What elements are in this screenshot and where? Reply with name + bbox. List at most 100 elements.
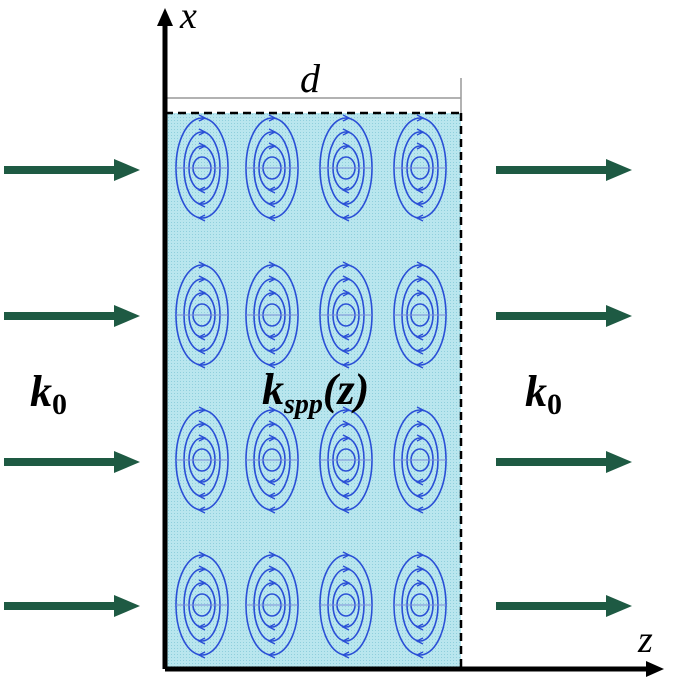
field-direction-tick [267,506,276,514]
field-direction-tick [341,186,350,194]
field-loop [175,551,229,659]
arrow-head [114,159,140,181]
field-direction-tick [416,261,425,269]
field-direction-tick [268,289,277,297]
field-direction-tick [416,142,425,150]
arrow-head [606,159,632,181]
field-loop [175,261,229,369]
z-axis-label: z [637,619,653,661]
field-lines [175,114,447,659]
field-direction-tick [198,434,207,442]
field-direction-tick [341,214,350,222]
field-direction-tick [268,275,277,283]
z-axis-arrowhead [646,661,664,677]
wave-arrows [4,159,632,617]
field-direction-tick [198,406,207,414]
arrow-shaft [4,458,116,466]
field-direction-tick [197,361,206,369]
k0-left-sub: 0 [52,388,67,421]
field-loop [175,406,229,514]
field-direction-tick [342,128,351,136]
kspp-sub: spp [283,389,323,420]
field-loop [245,114,299,222]
arrow-shaft [496,312,608,320]
field-direction-tick [342,289,351,297]
transmitted-arrow [496,159,632,181]
field-direction-tick [416,434,425,442]
transmitted-arrow [496,305,632,327]
arrow-head [114,305,140,327]
field-direction-tick [267,478,276,486]
arrow-head [606,305,632,327]
field-loop [245,261,299,369]
field-direction-tick [342,261,351,269]
field-direction-tick [197,200,206,208]
field-direction-tick [268,261,277,269]
field-direction-tick [415,347,424,355]
field-direction-tick [341,361,350,369]
field-direction-tick [268,420,277,428]
field-direction-tick [197,186,206,194]
field-direction-tick [341,200,350,208]
field-direction-tick [416,551,425,559]
field-loop [245,551,299,659]
field-direction-tick [341,637,350,645]
field-direction-tick [268,434,277,442]
field-direction-tick [198,420,207,428]
field-direction-tick [198,565,207,573]
field-direction-tick [342,579,351,587]
field-direction-tick [197,651,206,659]
field-direction-tick [342,420,351,428]
field-direction-tick [268,551,277,559]
field-direction-tick [197,214,206,222]
field-direction-tick [197,492,206,500]
field-direction-tick [341,478,350,486]
k0-right-label: k0 [525,367,562,421]
field-direction-tick [198,579,207,587]
field-direction-tick [267,623,276,631]
field-loop [393,406,447,514]
arrow-shaft [4,166,116,174]
arrow-head [114,451,140,473]
field-direction-tick [267,651,276,659]
field-loop [245,406,299,514]
k0-right-sub: 0 [547,388,562,421]
field-direction-tick [415,214,424,222]
kspp-main: k [262,365,284,414]
field-direction-tick [268,114,277,122]
field-direction-tick [268,142,277,150]
field-loop [319,551,373,659]
field-direction-tick [268,128,277,136]
field-loop [175,114,229,222]
field-direction-tick [415,651,424,659]
incident-arrow [4,159,140,181]
metal-slab [165,113,461,669]
incident-arrow [4,595,140,617]
field-direction-tick [267,347,276,355]
field-direction-tick [341,506,350,514]
field-direction-tick [198,261,207,269]
arrow-shaft [4,602,116,610]
field-loop [393,261,447,369]
field-direction-tick [415,637,424,645]
field-direction-tick [267,200,276,208]
field-loop [393,551,447,659]
arrow-shaft [496,458,608,466]
field-direction-tick [415,186,424,194]
arrow-head [606,595,632,617]
field-direction-tick [416,406,425,414]
transmitted-arrow [496,451,632,473]
x-axis-arrowhead [157,8,173,26]
k0-left-main: k [30,367,52,416]
field-direction-tick [268,579,277,587]
field-direction-tick [415,478,424,486]
field-direction-tick [341,651,350,659]
field-direction-tick [267,361,276,369]
field-direction-tick [267,186,276,194]
field-direction-tick [341,492,350,500]
transmitted-arrow [496,595,632,617]
field-direction-tick [415,361,424,369]
field-direction-tick [415,200,424,208]
field-direction-tick [197,478,206,486]
